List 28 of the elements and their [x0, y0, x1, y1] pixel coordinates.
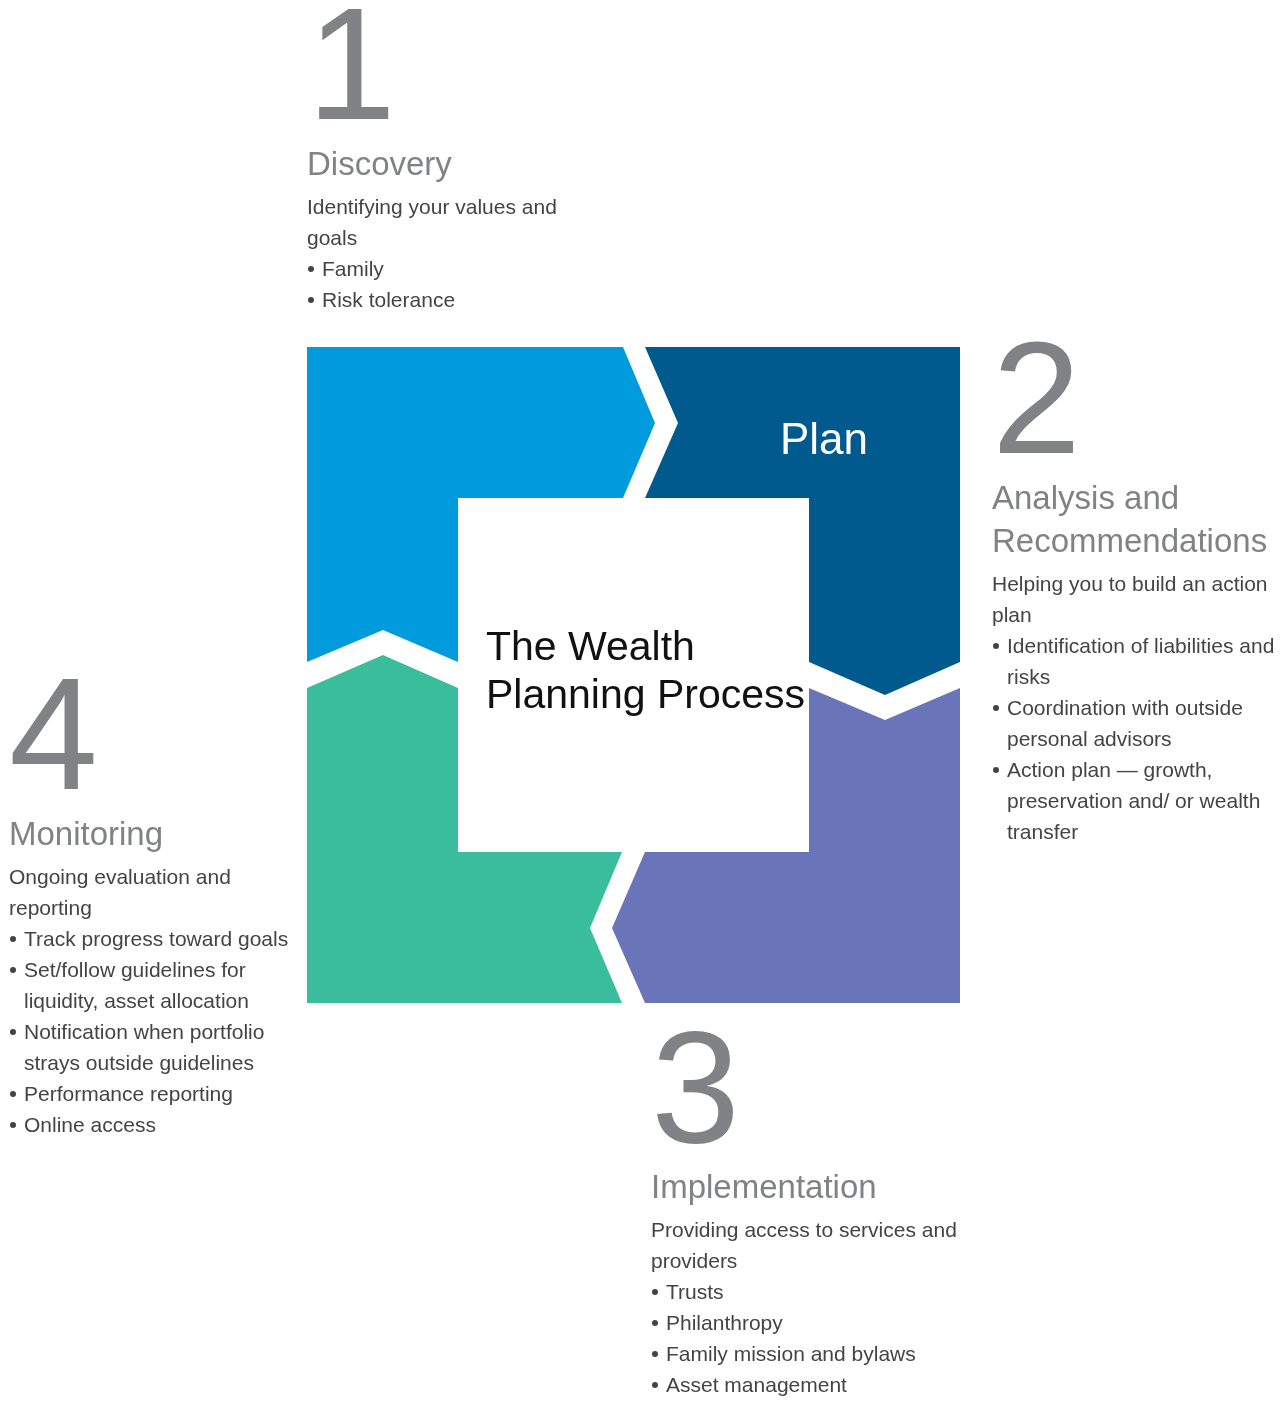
bullet-item: Set/follow guidelines for liquidity, asset allocation [9, 954, 294, 1016]
bullet-item: Coordination with outside personal advisors [992, 692, 1284, 754]
bullet-item: Risk tolerance [307, 284, 567, 315]
bullet-item: Asset management [651, 1369, 971, 1400]
step-number: 3 [651, 1027, 740, 1147]
bullet-item: Identification of liabilities and risks [992, 630, 1284, 692]
step-label: Plan [780, 414, 869, 464]
bullet-item: Family mission and bylaws [651, 1338, 971, 1369]
bullet-item: Trusts [651, 1276, 971, 1307]
bullet-item: Philanthropy [651, 1307, 971, 1338]
bullet-item: Online access [9, 1109, 294, 1140]
bullet-item: Performance reporting [9, 1078, 294, 1109]
step-heading: Discovery [307, 144, 453, 184]
step-number: 2 [992, 338, 1081, 458]
step-number: 1 [307, 4, 396, 124]
step-description: Ongoing evaluation and reporting [9, 864, 232, 921]
step-heading: Monitoring [9, 814, 165, 854]
step-heading: Implementation [651, 1167, 878, 1207]
step-description: Identifying your values and goals [307, 194, 558, 251]
bullet-item: Track progress toward goals [9, 923, 294, 954]
center-title: The Wealth Planning Process [486, 622, 806, 718]
step-description: Providing access to services and providers [651, 1217, 958, 1274]
step-number: 4 [9, 674, 98, 794]
step-description: Helping you to build an action plan [992, 571, 1269, 628]
step-heading: Analysis and Recommendations [992, 478, 1269, 561]
bullet-item: Family [307, 253, 567, 284]
bullet-item: Action plan — growth, preservation and/ or wealth transfer [992, 754, 1284, 847]
bullet-item: Notification when portfolio strays outside guidelines [9, 1016, 294, 1078]
